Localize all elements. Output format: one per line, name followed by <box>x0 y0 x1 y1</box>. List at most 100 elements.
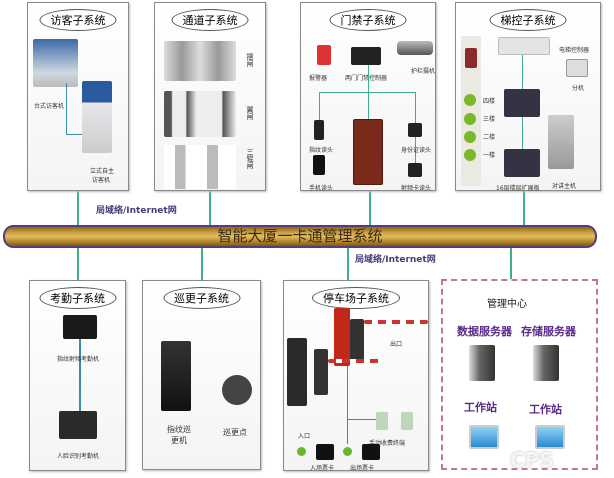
patrol-device-image <box>161 341 191 411</box>
expander-board-image <box>504 89 540 117</box>
exit-card-image <box>362 444 380 460</box>
elevator-display <box>465 48 477 68</box>
floor-label: 一楼 <box>483 152 496 159</box>
fingerprint-reader-label: 指纹读头 <box>309 147 334 154</box>
entry-kiosk-image <box>287 338 307 406</box>
patrol-device-label: 更机 <box>171 436 187 445</box>
extension-label: 分机 <box>572 85 585 92</box>
storage-server-icon <box>533 345 559 381</box>
desktop-kiosk-label: 台式访客机 <box>34 103 65 110</box>
system-bus: 智能大厦一卡通管理系统 <box>3 225 597 248</box>
tripod-gate-image <box>164 145 236 189</box>
data-server-label: 数据服务器 <box>457 325 512 338</box>
floor-button <box>464 149 476 161</box>
visitor-title: 访客子系统 <box>39 9 117 31</box>
access-subsystem: 门禁子系统 报警器 两门门禁控制器 护栏摄机 指纹读头 手机读头 身份证读头 射… <box>300 2 436 192</box>
workstation-icon <box>469 425 499 449</box>
data-server-icon <box>469 345 495 381</box>
fingerprint-clock-image <box>63 315 97 339</box>
attendance-subsystem: 考勤子系统 指纹射频考勤机 人脸识别考勤机 <box>29 280 126 471</box>
elevator-controller-image <box>498 37 550 55</box>
link-mgmt <box>510 247 512 280</box>
link-access <box>369 190 371 226</box>
kiosk-link <box>66 134 82 135</box>
camera-label: 护栏摄机 <box>411 68 436 75</box>
link-elevator <box>523 190 525 226</box>
patrol-point-image <box>222 375 252 405</box>
floor-button <box>464 131 476 143</box>
kiosk-link <box>66 83 67 135</box>
ticket-terminal-image <box>376 412 388 430</box>
intercom-label: 对讲主机 <box>552 183 577 190</box>
swing-gate-label: 摆闸 <box>246 53 254 67</box>
management-center: 管理中心 数据服务器 存储服务器 工作站 工作站 <box>441 279 598 470</box>
floor-label: 四楼 <box>483 98 496 105</box>
parking-wire <box>347 419 387 420</box>
expander-label: 16层楼层扩展板 <box>496 185 540 192</box>
id-reader-label: 身份证读头 <box>401 147 432 154</box>
entry-card-label: 入场票卡 <box>310 465 335 472</box>
attendance-wire <box>79 339 81 431</box>
intercom-image <box>548 115 574 169</box>
link-attendance <box>77 247 79 280</box>
ticket-terminal-image <box>401 412 413 430</box>
link-parking <box>347 247 349 280</box>
parking-subsystem: 停车场子系统 出口 入口 手动收费终端 入场票卡 出场票卡 <box>283 280 429 472</box>
flap-gate-image <box>164 91 236 137</box>
patrol-subsystem: 巡更子系统 指纹巡 更机 巡更点 <box>142 280 261 470</box>
desktop-kiosk-image <box>33 39 78 87</box>
floor-label: 三楼 <box>483 116 496 123</box>
expander-board-image <box>504 149 540 177</box>
exit-indicator <box>343 447 352 456</box>
floor-button <box>464 94 476 106</box>
exit-reader-label: 手机读头 <box>309 185 334 192</box>
channel-title: 通道子系统 <box>171 9 249 31</box>
door-image <box>353 119 383 185</box>
elevator-controller-label: 电梯控制器 <box>559 47 590 54</box>
link-visitor <box>77 190 79 226</box>
workstation-icon <box>535 425 565 449</box>
attendance-title: 考勤子系统 <box>39 287 116 309</box>
controller-label: 两门门禁控制器 <box>345 75 388 82</box>
swing-gate-image <box>164 41 236 81</box>
link-channel <box>209 190 211 226</box>
alarm-label: 报警器 <box>309 75 328 82</box>
fingerprint-clock-label: 指纹射频考勤机 <box>57 356 100 363</box>
rf-reader-label: 射频卡读头 <box>401 185 432 192</box>
entry-barrier-arm <box>328 359 380 363</box>
extension-image <box>566 59 588 77</box>
rf-reader-image <box>408 163 422 177</box>
id-reader-image <box>408 123 422 137</box>
tripod-gate-label: 三辊闸 <box>246 148 254 169</box>
network-label-top: 局域络/Internet网 <box>96 206 177 216</box>
entry-indicator <box>297 447 306 456</box>
camera-image <box>397 41 433 55</box>
workstation-label-2: 工作站 <box>529 403 562 416</box>
mgmt-title: 管理中心 <box>487 299 527 310</box>
face-clock-label: 人脸识别考勤机 <box>57 453 100 460</box>
channel-subsystem: 通道子系统 摆闸 翼闸 三辊闸 <box>154 2 266 191</box>
patrol-device-label: 指纹巡 <box>167 425 191 434</box>
entry-card-image <box>316 444 334 460</box>
storage-server-label: 存储服务器 <box>521 325 576 338</box>
entry-barrier-image <box>314 349 328 395</box>
parking-title: 停车场子系统 <box>312 287 400 309</box>
network-label-bottom: 局域络/Internet网 <box>355 255 436 265</box>
exit-card-label: 出场票卡 <box>350 465 375 472</box>
alarm-image <box>317 45 331 65</box>
patrol-point-label: 巡更点 <box>223 428 247 437</box>
fingerprint-reader-image <box>314 120 324 140</box>
access-wire <box>319 92 320 122</box>
face-clock-image <box>59 411 97 439</box>
ticket-terminal-label: 手动收费终端 <box>369 440 406 447</box>
access-title: 门禁子系统 <box>329 9 407 31</box>
link-patrol <box>201 247 203 280</box>
workstation-label-1: 工作站 <box>464 401 497 414</box>
standing-kiosk-label: 访客机 <box>92 177 111 184</box>
elevator-title: 梯控子系统 <box>489 9 567 31</box>
exit-barrier-arm <box>364 320 428 324</box>
patrol-title: 巡更子系统 <box>163 287 240 309</box>
entry-label: 入口 <box>298 433 311 440</box>
standing-kiosk-label: 立式自主 <box>90 168 115 175</box>
exit-label: 出口 <box>390 341 403 348</box>
